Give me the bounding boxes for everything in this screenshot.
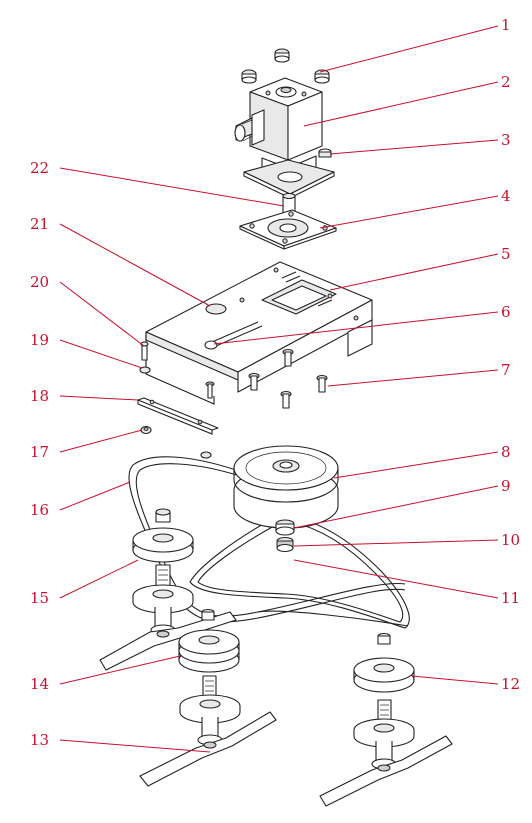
- blade-right: [319, 735, 453, 807]
- pulley-15: [132, 508, 194, 563]
- gasket-plate-4: [239, 209, 337, 250]
- input-shaft: [234, 109, 265, 146]
- callout-9: 9: [501, 477, 511, 495]
- callout-11: 11: [501, 589, 520, 607]
- nut-10: [276, 536, 294, 553]
- callout-18: 18: [30, 387, 49, 405]
- pulley-12: [353, 632, 415, 693]
- callout-21: 21: [30, 215, 49, 233]
- nut-17: [140, 425, 152, 435]
- spacer-9: [275, 519, 295, 536]
- spindle-right: [353, 699, 415, 770]
- callout-15: 15: [30, 589, 49, 607]
- callout-13: 13: [30, 731, 49, 749]
- callout-17: 17: [30, 443, 49, 461]
- callout-labels: 1 2 3 4 5 6 7 8 9 10 11 12 13 14 15 16 1…: [30, 16, 520, 749]
- bolts-7: [205, 348, 328, 409]
- callout-19: 19: [30, 331, 49, 349]
- callout-1: 1: [501, 16, 511, 34]
- nut-1a: [274, 48, 290, 63]
- strap-18: [137, 397, 219, 435]
- callout-7: 7: [501, 361, 511, 379]
- gearbox-assembly: [234, 48, 335, 222]
- belt-11: [189, 515, 410, 629]
- nut-19: [139, 366, 151, 374]
- callout-8: 8: [501, 443, 511, 461]
- nut-small: [200, 451, 212, 459]
- callout-16: 16: [30, 501, 49, 519]
- bolt-3: [318, 148, 332, 158]
- callout-12: 12: [501, 675, 520, 693]
- callout-22: 22: [30, 159, 49, 177]
- leader-lines: [59, 25, 499, 753]
- drive-pulley-8: [233, 445, 339, 529]
- blade-13: [139, 711, 277, 787]
- spindle-center: [179, 675, 241, 746]
- mounting-plate-5: [145, 261, 373, 405]
- spindle-left: [132, 564, 194, 636]
- blade-left: [99, 611, 237, 671]
- callout-3: 3: [501, 131, 511, 149]
- nut-1c: [314, 69, 330, 84]
- callout-10: 10: [501, 531, 520, 549]
- callout-14: 14: [30, 675, 49, 693]
- callout-4: 4: [501, 187, 511, 205]
- nut-1b: [241, 69, 257, 84]
- callout-2: 2: [501, 73, 511, 91]
- pulley-14: [178, 608, 240, 673]
- callout-5: 5: [501, 245, 511, 263]
- callout-6: 6: [501, 303, 511, 321]
- callout-20: 20: [30, 273, 49, 291]
